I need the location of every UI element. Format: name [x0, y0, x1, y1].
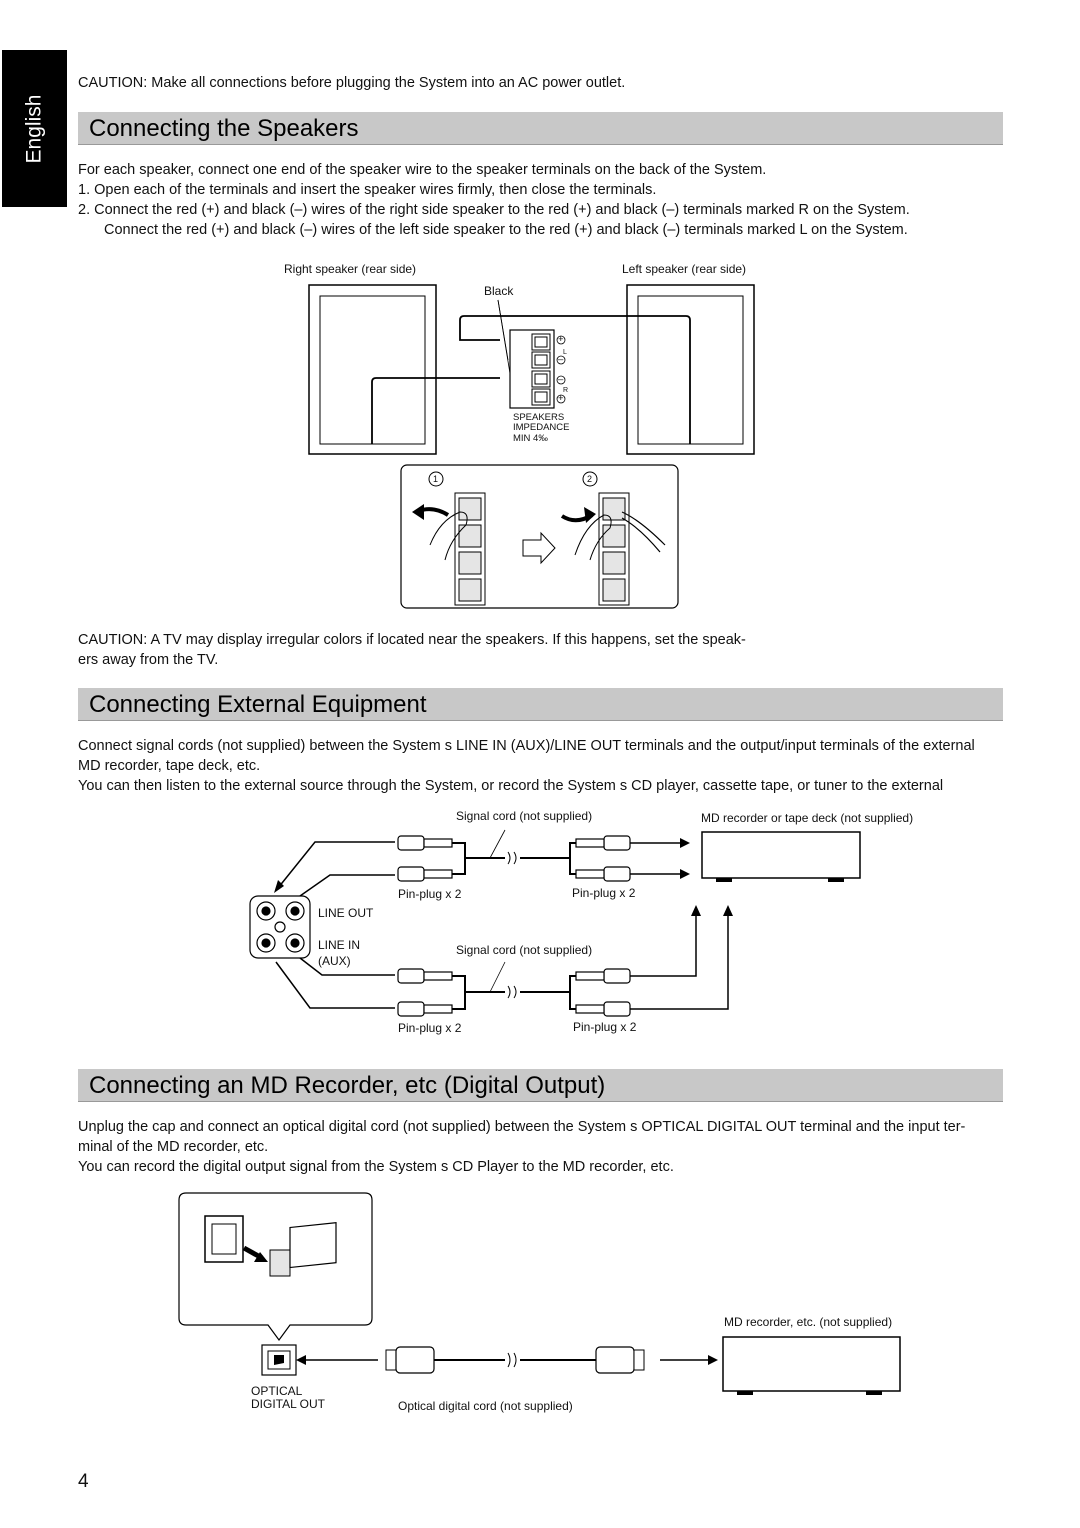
- md-tape-device: [701, 831, 861, 879]
- right-speaker-box: [308, 284, 437, 455]
- optical-digital-out-port: [261, 1344, 297, 1376]
- line-jack-panel: [249, 895, 311, 959]
- caution-tv-line2: ers away from the TV.: [78, 652, 219, 668]
- right-speaker-inner: [319, 295, 426, 445]
- section-heading-speakers: Connecting the Speakers: [78, 112, 1003, 145]
- line-in-label: LINE IN: [318, 938, 361, 952]
- section-heading-external: Connecting External Equipment: [78, 688, 1003, 721]
- left-speaker-inner: [637, 295, 744, 445]
- step-illustration-frame: [400, 464, 679, 609]
- pin-plugs-bottom: [397, 968, 631, 1017]
- cap-label: Cap: [306, 1209, 329, 1223]
- page-number: 4: [78, 1471, 89, 1492]
- pin-plugs-top: [397, 835, 631, 882]
- md-recorder-device: [722, 1336, 901, 1392]
- terminal-mark-l: L: [563, 349, 567, 356]
- left-speaker-wire: [459, 315, 691, 444]
- external-p1-line1: Connect signal cords (not supplied) betw…: [78, 738, 975, 754]
- jack-r-mark: R: [262, 923, 268, 930]
- language-tab: English: [2, 50, 67, 207]
- speaker-terminal-panel: [509, 329, 555, 409]
- terminal-plus-1: +: [558, 334, 564, 345]
- right-speaker-label: Right speaker (rear side): [284, 262, 417, 276]
- caution-tv-line1: CAUTION: A TV may display irregular colo…: [78, 632, 746, 648]
- caution-top: CAUTION: Make all connections before plu…: [78, 75, 626, 91]
- left-speaker-box: [626, 284, 755, 455]
- speakers-step-2a: 2. Connect the red (+) and black (–) wir…: [78, 202, 910, 218]
- section-heading-digital: Connecting an MD Recorder, etc (Digital …: [78, 1069, 1003, 1102]
- pinplug-label-2: Pin-plug x 2: [572, 886, 636, 900]
- md-tape-label: MD recorder or tape deck (not supplied): [701, 811, 914, 825]
- terminal-minus-2: –: [558, 374, 564, 385]
- speakers-panel-label-2: IMPEDANCE: [513, 422, 570, 433]
- jack-l-mark: L: [294, 923, 298, 930]
- terminal-minus-1: –: [558, 354, 564, 365]
- speakers-step-1: 1. Open each of the terminals and insert…: [78, 182, 657, 198]
- signal-cord-top-label: Signal cord (not supplied): [456, 809, 593, 823]
- language-tab-label: English: [22, 94, 46, 163]
- cap-callout: [178, 1192, 373, 1342]
- speakers-intro: For each speaker, connect one end of the…: [78, 162, 767, 178]
- speakers-step-2b: Connect the red (+) and black (–) wires …: [104, 222, 908, 238]
- speaker-terminals: [531, 333, 551, 406]
- optical-out-label-1: OPTICAL: [251, 1384, 303, 1398]
- md-recorder-label: MD recorder, etc. (not supplied): [724, 1315, 893, 1329]
- external-p2-line1: You can then listen to the external sour…: [78, 778, 944, 794]
- optical-out-label-2: DIGITAL OUT: [251, 1397, 326, 1411]
- right-speaker-wire: [371, 377, 500, 444]
- digital-p2-line1: You can record the digital output signal…: [78, 1159, 674, 1175]
- step-1-number: 1: [433, 474, 439, 484]
- optical-cord-label: Optical digital cord (not supplied): [398, 1399, 573, 1413]
- line-out-label: LINE OUT: [318, 906, 374, 920]
- left-speaker-label: Left speaker (rear side): [622, 262, 747, 276]
- digital-p1-line2: minal of the MD recorder, etc.: [78, 1139, 269, 1155]
- terminal-block-step1: [454, 492, 486, 606]
- terminal-block-step2: [598, 492, 630, 606]
- black-wire-label: Black: [484, 284, 514, 298]
- aux-label: (AUX): [318, 954, 351, 968]
- signal-cord-bottom-label: Signal cord (not supplied): [456, 943, 593, 957]
- pinplug-label-4: Pin-plug x 2: [573, 1020, 637, 1034]
- pinplug-label-3: Pin-plug x 2: [398, 1021, 462, 1035]
- terminal-mark-r: R: [563, 387, 569, 394]
- step-2-number: 2: [587, 474, 593, 484]
- speakers-panel-label-3: MIN 4‰: [513, 433, 548, 444]
- external-p1-line2: MD recorder, tape deck, etc.: [78, 758, 261, 774]
- digital-p1-line1: Unplug the cap and connect an optical di…: [78, 1119, 966, 1135]
- terminal-plus-2: +: [558, 393, 564, 404]
- pinplug-label-1: Pin-plug x 2: [398, 887, 462, 901]
